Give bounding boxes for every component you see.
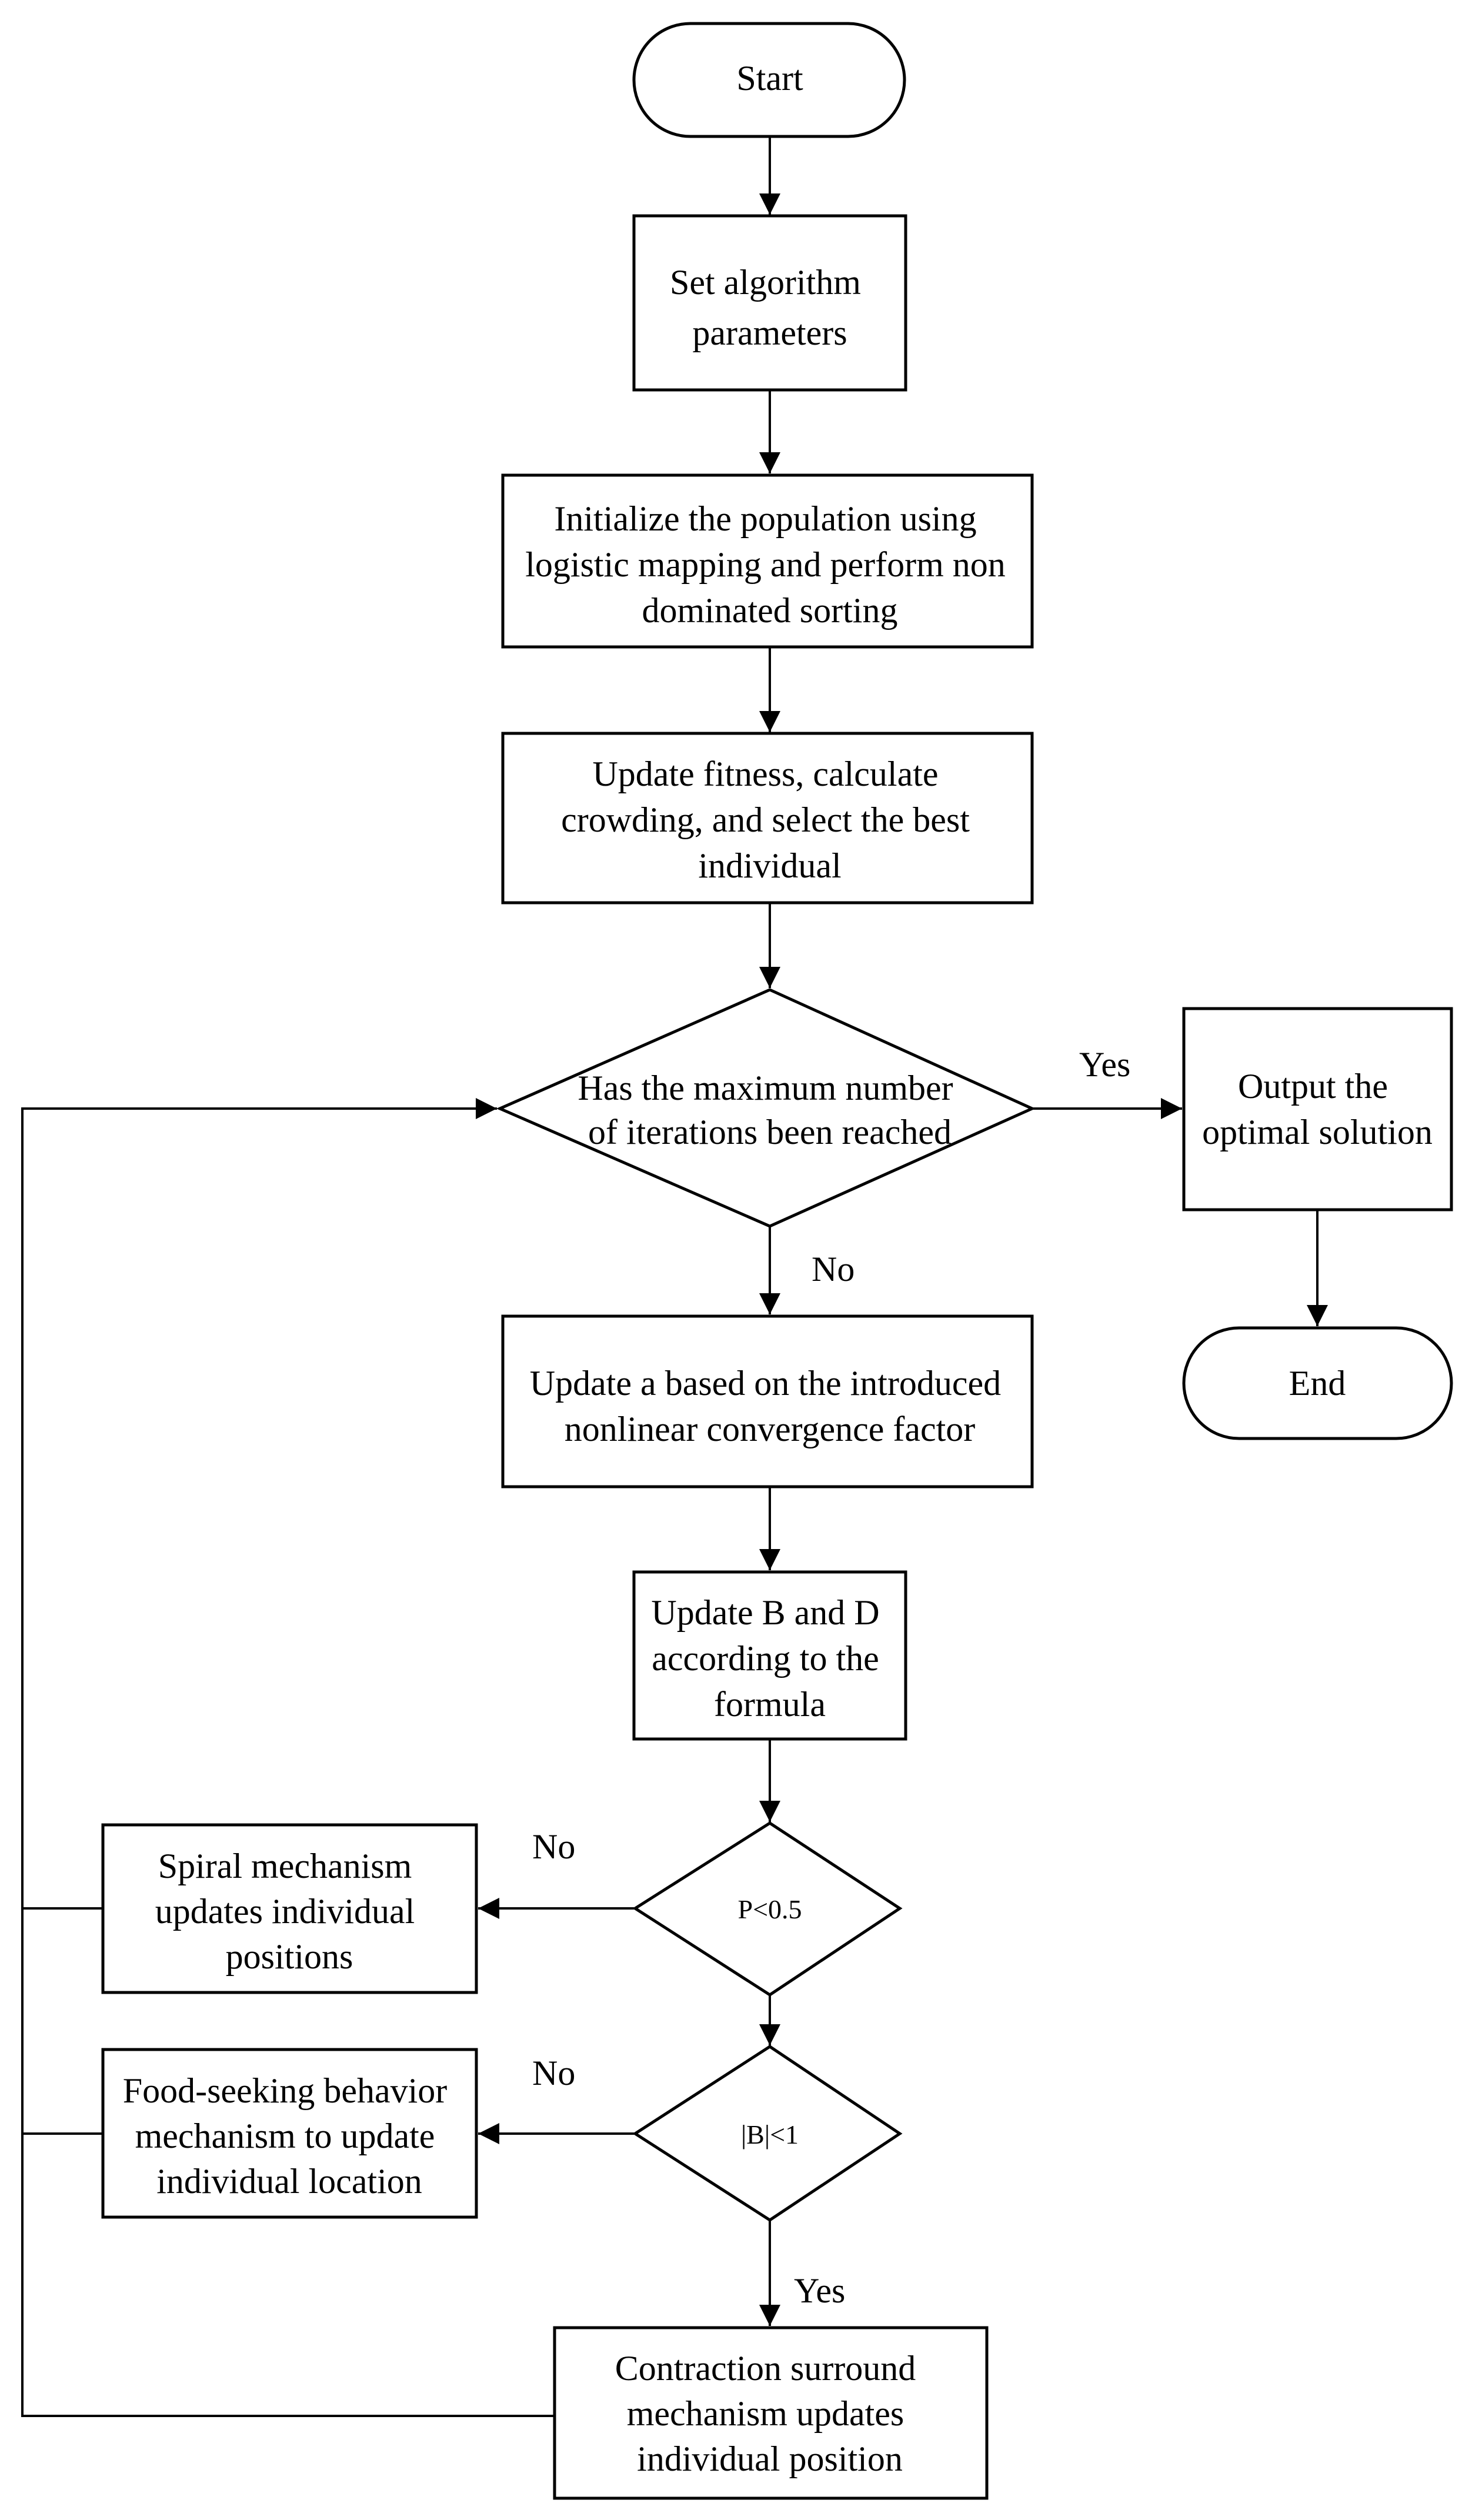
init-line-1: Initialize the population using [554, 499, 976, 538]
spiral-line-2: updates individual [155, 1892, 415, 1931]
svg-text:P<0.5: P<0.5 [737, 1894, 802, 1924]
svg-text:Start: Start [736, 59, 803, 98]
svg-text:Contraction surround mec: Contraction surround mechanism updates i… [615, 2349, 925, 2478]
output-line-1: Output the [1238, 1067, 1388, 1106]
max-iter-line-2: of iterations been reached [588, 1113, 952, 1151]
decision-p: P<0.5 [632, 1821, 903, 1997]
node-contraction: Contraction surround mechanism updates i… [553, 2326, 989, 2500]
svg-text:End: End [1289, 1364, 1346, 1403]
spiral-line-1: Spiral mechanism [158, 1847, 412, 1885]
node-start: Start [632, 22, 906, 138]
contraction-line-2: mechanism updates [627, 2394, 904, 2433]
svg-text:|B|<1: |B|<1 [741, 2120, 799, 2149]
svg-text:Set algorithm parameters: Set algorithm parameters [670, 263, 870, 352]
fitness-line-1: Update fitness, calculate [592, 755, 938, 793]
update-a-line-2: nonlinear convergence factor [565, 1410, 976, 1448]
svg-text:Update fitness, calculate: Update fitness, calculate crowding, and … [561, 755, 979, 885]
node-end: End [1182, 1326, 1453, 1440]
yes-label-b: Yes [794, 2271, 845, 2310]
yes-label-max-iter: Yes [1079, 1045, 1130, 1084]
set-params-line-2: parameters [692, 313, 847, 352]
update-a-line-1: Update a based on the introduced [530, 1364, 1001, 1403]
set-params-line-1: Set algorithm [670, 263, 861, 302]
update-bd-line-1: Update B and D [651, 1593, 879, 1632]
svg-text:Update B and D according: Update B and D according to the formula [651, 1593, 888, 1724]
update-bd-line-3: formula [714, 1685, 826, 1724]
node-update-a: Update a based on the introduced nonline… [501, 1314, 1034, 1488]
svg-text:Output the optimal solut: Output the optimal solution [1202, 1067, 1433, 1151]
node-update-fitness: Update fitness, calculate crowding, and … [501, 732, 1034, 904]
node-set-parameters: Set algorithm parameters [632, 214, 907, 392]
loop-back-line [21, 1098, 555, 2417]
food-line-3: individual location [156, 2162, 422, 2201]
svg-text:Update a based on the introduc: Update a based on the introduced nonline… [530, 1364, 1010, 1448]
decision-b: |B|<1 [632, 2045, 903, 2222]
contraction-line-1: Contraction surround [615, 2349, 916, 2388]
start-label: Start [736, 59, 803, 98]
no-label-b: No [532, 2054, 575, 2092]
p-decision-label: P<0.5 [737, 1894, 802, 1924]
no-label-p: No [532, 1827, 575, 1866]
no-label-max-iter: No [812, 1250, 855, 1289]
node-update-bd: Update B and D according to the formula [632, 1570, 907, 1741]
max-iter-line-1: Has the maximum number [578, 1069, 953, 1107]
end-label: End [1289, 1364, 1346, 1403]
update-bd-line-2: according to the [652, 1639, 879, 1678]
node-init-population: Initialize the population using logistic… [501, 473, 1034, 649]
svg-text:Has the maximum number o: Has the maximum number of iterations bee… [578, 1069, 962, 1151]
connectors [21, 137, 1328, 2417]
node-spiral: Spiral mechanism updates individual posi… [101, 1823, 478, 1994]
edge-labels: Yes No No No Yes [532, 1045, 1130, 2310]
decision-max-iterations: Has the maximum number of iterations bee… [496, 988, 1036, 1228]
node-output-solution: Output the optimal solution [1182, 1007, 1453, 1211]
food-line-2: mechanism to update [135, 2117, 435, 2155]
contraction-line-3: individual position [637, 2439, 903, 2478]
fitness-line-2: crowding, and select the best [561, 800, 970, 839]
food-line-1: Food-seeking behavior [123, 2071, 448, 2110]
node-food-seeking: Food-seeking behavior mechanism to updat… [101, 2048, 478, 2219]
fitness-line-3: individual [698, 846, 841, 885]
init-line-2: logistic mapping and perform non [525, 545, 1006, 584]
b-decision-label: |B|<1 [741, 2120, 799, 2149]
spiral-line-3: positions [226, 1937, 353, 1976]
svg-text:Food-seeking behavior me: Food-seeking behavior mechanism to updat… [123, 2071, 456, 2201]
init-line-3: dominated sorting [642, 591, 898, 630]
svg-text:Spiral mechanism updates: Spiral mechanism updates individual posi… [155, 1847, 424, 1976]
svg-text:Initialize the population usin: Initialize the population using logistic… [525, 499, 1014, 630]
output-line-2: optimal solution [1202, 1113, 1433, 1151]
